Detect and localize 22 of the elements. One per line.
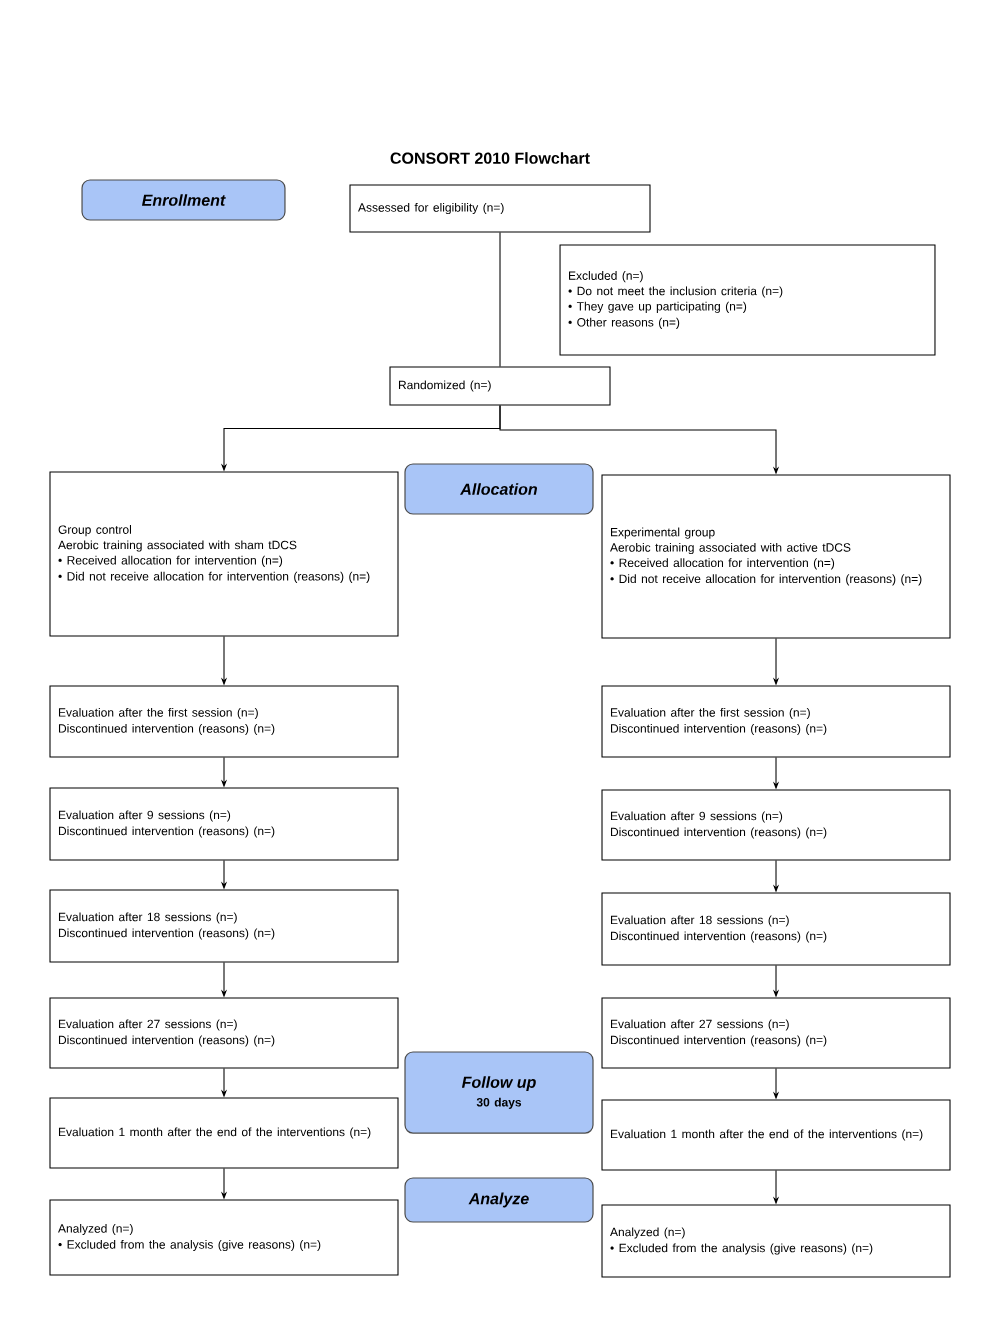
- process-box: Evaluation after 27 sessions (n=) Discontinued intervention (reasons) (n=): [49, 997, 399, 1069]
- process-box: Group control Aerobic training associated with sham tDCS • Received allocation for intervention (n=) • Did not receive allocation for intervention (reasons) (n=): [49, 471, 399, 637]
- process-box: Experimental group Aerobic training associated with active tDCS • Received allocation for intervention (n=) • Did not receive allocation for intervention (reasons) (n=): [601, 474, 951, 639]
- process-box: Evaluation 1 month after the end of the interventions (n=): [49, 1097, 399, 1169]
- stage-label-box: Allocation: [404, 463, 594, 515]
- process-box: Analyzed (n=) • Excluded from the analysis (give reasons) (n=): [601, 1204, 951, 1278]
- process-box: Evaluation after 9 sessions (n=) Discontinued intervention (reasons) (n=): [49, 787, 399, 861]
- process-box: Evaluation 1 month after the end of the interventions (n=): [601, 1099, 951, 1171]
- process-box: Evaluation after 18 sessions (n=) Discontinued intervention (reasons) (n=): [49, 889, 399, 963]
- process-box: Evaluation after 18 sessions (n=) Discontinued intervention (reasons) (n=): [601, 892, 951, 966]
- process-box: Analyzed (n=) • Excluded from the analysis (give reasons) (n=): [49, 1199, 399, 1276]
- stage-label-box: Follow up 30 days: [404, 1051, 594, 1134]
- title: CONSORT 2010 Flowchart: [390, 152, 590, 164]
- process-box: Evaluation after the first session (n=) Discontinued intervention (reasons) (n=): [601, 685, 951, 758]
- process-box: Excluded (n=) • Do not meet the inclusion criteria (n=) • They gave up participating (n=) • Other reasons (n=): [559, 244, 936, 356]
- process-box: Randomized (n=): [389, 366, 611, 406]
- process-box: Assessed for eligibility (n=): [349, 184, 651, 233]
- process-box: Evaluation after 27 sessions (n=) Discontinued intervention (reasons) (n=): [601, 997, 951, 1069]
- stage-label-box: Analyze: [404, 1177, 594, 1223]
- stage-label-box: Enrollment: [81, 179, 286, 221]
- process-box: Evaluation after 9 sessions (n=) Discontinued intervention (reasons) (n=): [601, 789, 951, 861]
- process-box: Evaluation after the first session (n=) Discontinued intervention (reasons) (n=): [49, 685, 399, 758]
